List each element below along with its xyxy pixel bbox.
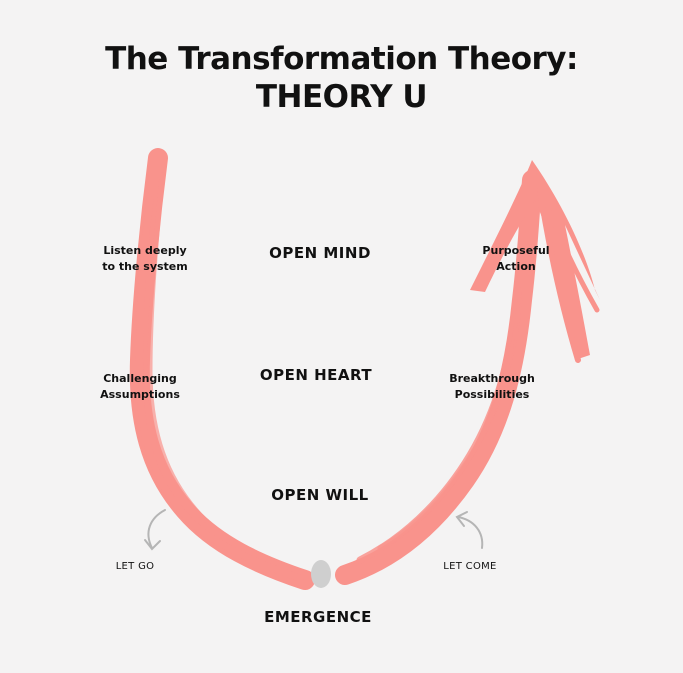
label-purposeful-action: Purposeful Action — [482, 244, 550, 273]
brush-arrowhead — [470, 160, 600, 360]
label-breakthrough-possibilities: Breakthrough Possibilities — [449, 372, 535, 401]
label-challenging-assumptions: Challenging Assumptions — [100, 372, 180, 401]
left-brush-stroke-outer — [147, 172, 208, 523]
let-go-arrow-icon — [144, 509, 166, 551]
label-let-go: LET GO — [115, 561, 155, 572]
right-brush-stroke-main — [335, 170, 542, 585]
brush-u-arrow — [129, 148, 542, 590]
stage-open-will: OPEN WILL — [271, 486, 369, 504]
left-brush-stroke-inner — [136, 196, 304, 582]
brush-arrowhead-streak — [537, 187, 581, 363]
title-line-1: The Transformation Theory: — [105, 41, 578, 77]
emergence-dot-icon — [311, 560, 331, 588]
brush-arrowhead-streak-2 — [542, 197, 600, 313]
stage-emergence: EMERGENCE — [264, 608, 372, 626]
stage-open-heart: OPEN HEART — [259, 366, 373, 384]
label-let-come: LET COME — [443, 561, 497, 572]
stage-open-mind: OPEN MIND — [269, 244, 371, 262]
page-title: The Transformation Theory: THEORY U — [0, 40, 683, 116]
right-brush-stroke-outer — [377, 297, 523, 551]
title-line-2: THEORY U — [255, 79, 428, 115]
label-listen-deeply: Listen deeply to the system — [102, 244, 188, 273]
let-come-arrow-icon — [455, 511, 484, 549]
